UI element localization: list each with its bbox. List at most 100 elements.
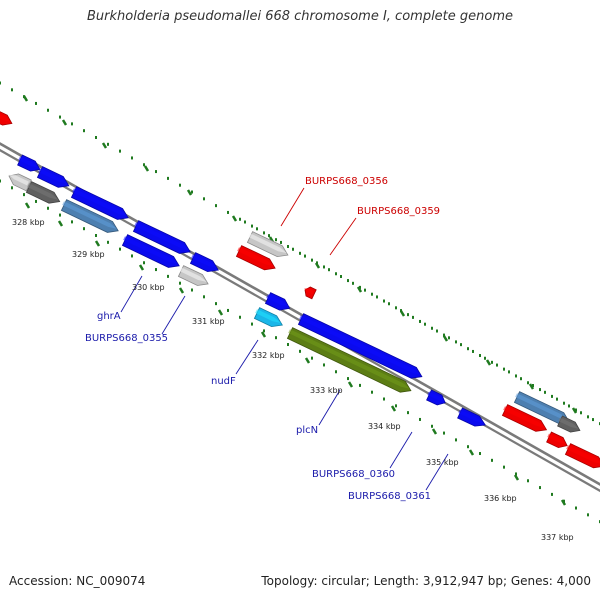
tick-dot-inner: [539, 486, 541, 490]
tick-dot-inner: [419, 417, 421, 421]
tick-dot-upper-mid: [400, 309, 402, 313]
major-tick-inner: [260, 331, 267, 338]
gene-steel-b-highlight: [515, 393, 569, 420]
tick-dot-outer: [587, 415, 589, 419]
gene-label: BURPS668_0361: [348, 491, 431, 502]
gene-gray-light-a-highlight: [8, 174, 29, 186]
tick-dot-upper-mid: [448, 336, 450, 340]
tick-dot-inner: [95, 234, 97, 238]
backbone-line-upper: [0, 142, 600, 486]
major-tick-outer: [143, 165, 150, 172]
tick-dot-inner: [443, 431, 445, 435]
tick-dot-outer: [383, 299, 385, 303]
tick-dot-inner: [491, 458, 493, 462]
kbp-label: 331 kbp: [192, 317, 225, 326]
tick-dot-outer: [131, 156, 133, 160]
tick-dot-outer: [515, 374, 517, 378]
gene-burps668-0360-highlight: [427, 391, 445, 401]
major-tick-outer: [485, 359, 492, 366]
tick-dot-inner: [407, 411, 409, 415]
major-tick-outer: [356, 286, 363, 293]
tick-dot-inner: [467, 445, 469, 449]
label-leader-line: [389, 431, 413, 469]
tick-dot-inner: [503, 465, 505, 469]
kbp-label: 336 kbp: [484, 494, 517, 503]
tick-dot-upper-mid: [328, 268, 330, 272]
tick-dot-inner: [71, 220, 73, 224]
tick-dot-inner: [131, 254, 133, 258]
tick-dot-inner: [299, 349, 301, 353]
tick-dot-upper-mid: [496, 363, 498, 367]
tick-dot-upper-mid: [580, 411, 582, 415]
tick-dot-outer: [335, 272, 337, 276]
major-tick-inner: [560, 499, 567, 506]
tick-dot-inner: [323, 363, 325, 367]
major-tick-outer: [399, 310, 406, 317]
tick-dot-inner: [551, 492, 553, 496]
gene-gray-light-b-highlight: [179, 267, 208, 282]
major-tick-inner: [24, 202, 31, 209]
major-tick-outer: [231, 215, 238, 222]
major-tick-outer: [61, 119, 68, 126]
tick-dot-inner: [119, 247, 121, 251]
label-leader-line: [235, 339, 259, 375]
tick-dot-outer: [503, 367, 505, 371]
genome-stats-text: Topology: circular; Length: 3,912,947 bp…: [261, 574, 591, 588]
tick-dot-outer: [35, 101, 37, 105]
tick-dot-upper-mid: [424, 322, 426, 326]
major-tick-inner: [390, 405, 397, 412]
tick-dot-inner: [359, 383, 361, 387]
tick-dot-inner: [347, 377, 349, 381]
tick-dot-upper-mid: [244, 220, 246, 224]
tick-dot-upper-mid: [268, 234, 270, 238]
tick-dot-inner: [455, 438, 457, 442]
gene-burps668-0356-highlight: [248, 233, 287, 254]
label-leader-line: [120, 275, 143, 313]
label-leader-line: [329, 217, 357, 256]
major-tick-inner: [94, 240, 101, 247]
tick-dot-outer: [143, 163, 145, 167]
tick-dot-inner: [335, 370, 337, 374]
tick-dot-inner: [383, 397, 385, 401]
gene-features: [0, 111, 600, 469]
chromosome-backbone: [0, 142, 600, 493]
tick-dot-inner: [11, 186, 13, 190]
tick-dot-outer: [323, 265, 325, 269]
major-tick-outer: [442, 335, 449, 342]
tick-dot-outer: [299, 251, 301, 255]
tick-dot-outer: [215, 204, 217, 208]
tick-dot-inner: [239, 315, 241, 319]
tick-dot-outer: [419, 319, 421, 323]
label-leader-line: [280, 187, 305, 227]
gene-label: nudF: [211, 376, 236, 387]
tick-dot-upper-mid: [520, 377, 522, 381]
tick-dot-outer: [239, 217, 241, 221]
tick-dot-outer: [251, 224, 253, 228]
kbp-label: 332 kbp: [252, 351, 285, 360]
tick-dot-outer: [167, 176, 169, 180]
major-tick-inner: [513, 474, 520, 481]
tick-dot-upper-mid: [472, 349, 474, 353]
major-tick-inner: [431, 428, 438, 435]
tick-dot-upper-mid: [556, 397, 558, 401]
gene-label: BURPS668_0355: [85, 333, 168, 344]
tick-dot-outer: [455, 340, 457, 344]
gene-blue-b-highlight: [38, 168, 68, 184]
tick-dot-outer: [491, 360, 493, 364]
gene-label: plcN: [296, 425, 318, 436]
gene-nudf-blue-highlight: [266, 294, 289, 307]
gene-red-c-highlight: [503, 406, 546, 428]
kbp-label: 337 kbp: [541, 533, 574, 542]
gene-plcn-highlight: [288, 329, 410, 389]
gene-red-small-highlight: [304, 288, 314, 295]
gene-steel-a-highlight: [62, 201, 118, 229]
tick-dot-upper-mid: [436, 329, 438, 333]
tick-dot-outer: [275, 238, 277, 242]
tick-dot-inner: [59, 213, 61, 217]
tick-dot-outer: [371, 292, 373, 296]
tick-dot-upper-mid: [340, 275, 342, 279]
tick-dot-inner: [0, 179, 1, 183]
tick-dot-inner: [275, 336, 277, 340]
tick-dot-inner: [167, 274, 169, 278]
